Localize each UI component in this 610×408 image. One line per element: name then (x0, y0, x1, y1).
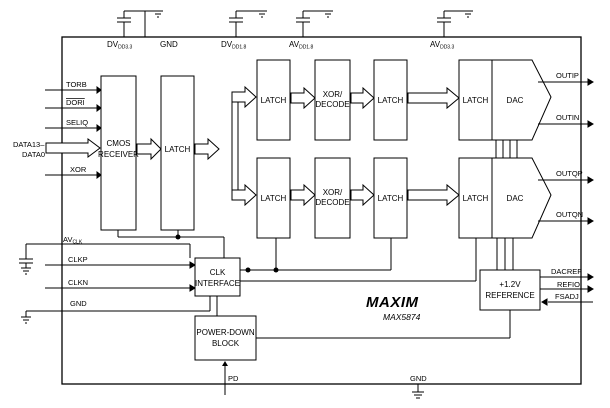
i-latch2-label: LATCH (378, 96, 404, 105)
q-latch2-block (373, 157, 408, 239)
q-dac-latch-block (458, 157, 493, 239)
refio-label: REFIO (557, 280, 580, 289)
clkp-label: CLKP (68, 255, 88, 264)
q-xor-label: XOR/ (323, 188, 343, 197)
bus-arrow-q-latch-xor (290, 183, 316, 207)
bottom-ground (412, 384, 424, 399)
gnd-top-label: GND (160, 40, 178, 49)
bus-arrow-q-xor-latch (350, 183, 375, 207)
data-bus-arrow (45, 138, 101, 158)
i-xor-label: XOR/ (323, 90, 343, 99)
supply-caps (117, 10, 473, 37)
junction-dot (175, 234, 181, 240)
data-lo-label: DATA0 (22, 150, 45, 159)
q-dac-block (491, 157, 552, 239)
dvdd18-label: DVDD1.8 (221, 40, 247, 51)
i-decode-label: DECODE (315, 100, 349, 109)
i-dac-latch-block (458, 59, 493, 141)
input-pins (45, 86, 102, 179)
avdd33-label: AVDD3.3 (430, 40, 454, 51)
gnd-clk-label: GND (70, 299, 87, 308)
pd-label: PD (228, 374, 239, 383)
cmos-receiver-block (100, 75, 137, 231)
q-decode-label: DECODE (315, 198, 349, 207)
pd-arrow (222, 361, 228, 366)
interface-label: INTERFACE (195, 279, 240, 288)
bus-arrow-cmos-latch (136, 137, 162, 161)
ref-voltage-label: +1.2V (499, 280, 521, 289)
dvdd33-label: DVDD3.3 (107, 40, 133, 51)
dacref-label: DACREF (551, 267, 582, 276)
cmos-label: CMOS (107, 139, 131, 148)
reference-pins (540, 273, 594, 306)
bus-split (231, 94, 239, 200)
q-dac-label: DAC (507, 194, 524, 203)
outip-label: OUTIP (556, 71, 579, 80)
i-dac-label: DAC (507, 96, 524, 105)
receiver-label: RECEIVER (98, 150, 139, 159)
bus-arrow-q-to-dac-latch (407, 183, 460, 207)
dori-label: DORI (66, 98, 85, 107)
clkn-label: CLKN (68, 278, 88, 287)
i-latch2-block (373, 59, 408, 141)
output-pins (538, 78, 594, 225)
seliq-label: SELIQ (66, 118, 88, 127)
input-latch-block (160, 75, 195, 231)
clock-pins (19, 243, 211, 324)
junction-dot (245, 267, 251, 273)
avdd18-label: AVDD1.8 (289, 40, 313, 51)
q-xor-decode-block (314, 157, 351, 239)
input-latch-label: LATCH (165, 145, 191, 154)
clock-distribution (117, 230, 477, 282)
outqp-label: OUTQP (556, 169, 583, 178)
data-hi-label: DATA13– (13, 140, 45, 149)
bus-arrow-i-to-dac-latch (407, 86, 460, 110)
q-latch2-label: LATCH (378, 194, 404, 203)
maxim-logo: MAXIM (366, 294, 419, 311)
power-down-label: POWER-DOWN (196, 328, 254, 337)
i-xor-decode-block (314, 59, 351, 141)
bus-arrow-to-i-latch (231, 85, 257, 109)
outin-label: OUTIN (556, 113, 579, 122)
part-number: MAX5874 (383, 312, 421, 322)
q-latch1-label: LATCH (261, 194, 287, 203)
bus-arrow-latch-split (194, 137, 220, 161)
bus-arrow-i-latch-xor (290, 86, 316, 110)
avclk-label: AVCLK (63, 235, 83, 246)
q-dac-latch-label: LATCH (463, 194, 489, 203)
bus-arrow-i-xor-latch (350, 86, 375, 110)
i-latch1-block (256, 59, 291, 141)
power-down-block (194, 315, 257, 361)
fsadj-label: FSADJ (555, 292, 579, 301)
i-dac-block (491, 59, 552, 141)
gnd-bottom-label: GND (410, 374, 427, 383)
q-latch1-block (256, 157, 291, 239)
xor-label: XOR (70, 165, 87, 174)
block-label: BLOCK (212, 339, 240, 348)
i-dac-latch-label: LATCH (463, 96, 489, 105)
clk-interface-block (194, 257, 241, 297)
reference-block (479, 269, 541, 311)
reference-label: REFERENCE (485, 291, 534, 300)
outqn-label: OUTQN (556, 210, 583, 219)
dac-ref-lines (495, 140, 518, 270)
bus-arrow-to-q-latch (231, 183, 257, 207)
i-latch1-label: LATCH (261, 96, 287, 105)
clk-label: CLK (210, 268, 226, 277)
torb-label: TORB (66, 80, 87, 89)
junction-dot (273, 267, 279, 273)
